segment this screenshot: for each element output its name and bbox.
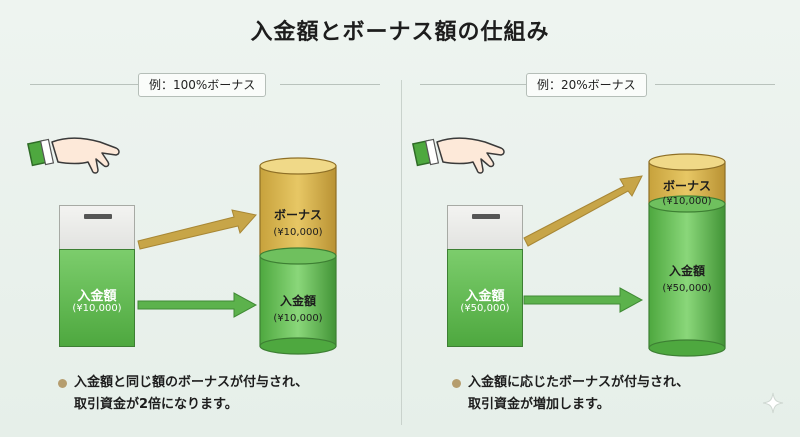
right-header-line-right bbox=[655, 84, 775, 85]
ballot-box-icon bbox=[59, 205, 135, 249]
right-bonus-text: ボーナス (¥10,000) bbox=[647, 177, 727, 207]
left-deposit-label: 入金額 bbox=[77, 289, 117, 304]
right-deposit-amount: (¥50,000) bbox=[460, 303, 510, 314]
right-bonus-label: ボーナス bbox=[662, 179, 711, 193]
panel-divider bbox=[401, 80, 402, 425]
hand-icon bbox=[411, 137, 505, 174]
right-bullet-line1: 入金額に応じたボーナスが付与され、 bbox=[468, 375, 690, 390]
right-cylinder bbox=[648, 153, 726, 357]
left-bonus-label: ボーナス bbox=[273, 208, 322, 222]
left-bullet-line2: 取引資金が2倍になります。 bbox=[74, 397, 238, 412]
left-header-line bbox=[30, 84, 138, 85]
right-bullet-dot bbox=[452, 379, 461, 388]
right-example-tag: 例：20%ボーナス bbox=[526, 73, 647, 97]
left-bonus-arrow bbox=[137, 209, 257, 250]
left-bonus-text: ボーナス (¥10,000) bbox=[258, 206, 338, 238]
left-example-tag: 例：100%ボーナス bbox=[138, 73, 267, 97]
left-bullet-line1: 入金額と同じ額のボーナスが付与され、 bbox=[74, 375, 309, 390]
left-cyl-deposit-amount: (¥10,000) bbox=[273, 313, 323, 324]
hand-icon bbox=[26, 137, 120, 174]
right-header-line bbox=[420, 84, 526, 85]
right-cyl-deposit-amount: (¥50,000) bbox=[662, 283, 712, 294]
right-deposit-label: 入金額 bbox=[465, 289, 505, 304]
left-bonus-amount: (¥10,000) bbox=[273, 227, 323, 238]
left-header-line-right bbox=[280, 84, 380, 85]
left-cyl-deposit-text: 入金額 (¥10,000) bbox=[258, 292, 338, 324]
right-deposit-box: 入金額 (¥50,000) bbox=[447, 205, 523, 347]
left-deposit-box-body bbox=[59, 249, 135, 347]
right-bonus-amount: (¥10,000) bbox=[662, 196, 712, 207]
right-cyl-deposit-text: 入金額 (¥50,000) bbox=[647, 262, 727, 294]
right-bullet-line2: 取引資金が増加します。 bbox=[468, 397, 610, 412]
sparkle-icon bbox=[762, 392, 784, 414]
right-deposit-box-body bbox=[447, 249, 523, 347]
ballot-box-icon bbox=[447, 205, 523, 249]
right-bonus-arrow bbox=[523, 175, 643, 247]
right-cyl-deposit-label: 入金額 bbox=[668, 264, 705, 278]
left-deposit-arrow bbox=[137, 292, 258, 318]
left-cylinder bbox=[259, 157, 337, 355]
left-deposit-amount: (¥10,000) bbox=[72, 303, 122, 314]
left-bullet-dot bbox=[58, 379, 67, 388]
left-cyl-deposit-label: 入金額 bbox=[279, 294, 316, 308]
left-deposit-box: 入金額 (¥10,000) bbox=[59, 205, 135, 347]
right-deposit-arrow bbox=[523, 287, 644, 313]
page-title: 入金額とボーナス額の仕組み bbox=[250, 20, 550, 45]
